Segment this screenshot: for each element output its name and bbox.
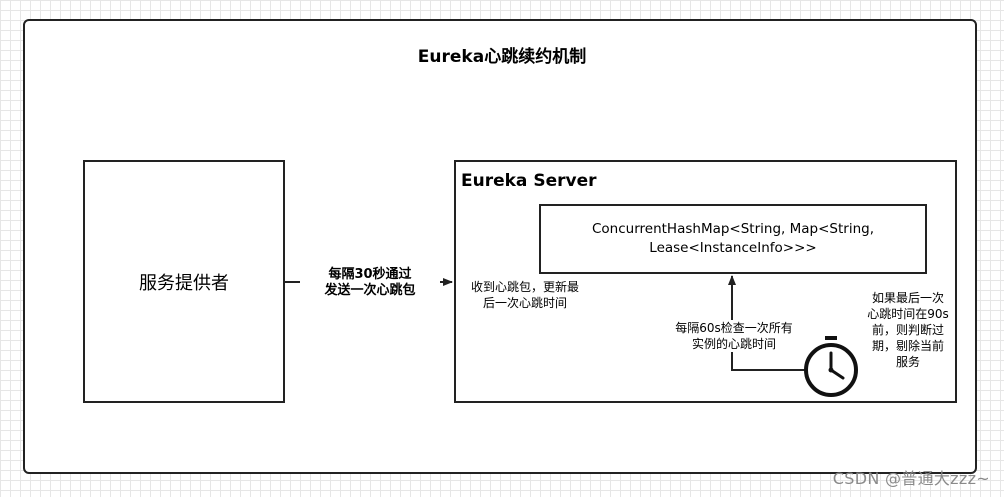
registry-map-line1: ConcurrentHashMap<String, Map<String, <box>591 221 874 237</box>
registry-map-line2: Lease<InstanceInfo>>> <box>649 240 817 256</box>
expire-note-line: 期，剔除当前 <box>871 339 944 353</box>
heartbeat-arrow-label: 每隔30秒通过 发送一次心跳包 <box>300 267 440 299</box>
periodic-check-note: 每隔60s检查一次所有 实例的心跳时间 <box>664 320 804 352</box>
expire-note-line: 服务 <box>895 355 920 369</box>
service-provider-box: 服务提供者 <box>83 160 285 403</box>
expire-note-line: 如果最后一次 <box>871 291 944 305</box>
csdn-watermark: CSDN @普通大zzz~ <box>832 469 990 488</box>
registry-map-text: ConcurrentHashMap<String, Map<String, Le… <box>583 220 883 258</box>
clock-icon <box>804 336 858 397</box>
receive-note-line1: 收到心跳包，更新最 <box>470 280 579 294</box>
expire-note-line: 心跳时间在90s <box>867 307 949 321</box>
expire-note-line: 前，则判断过 <box>871 323 944 337</box>
check-note-line1: 每隔60s检查一次所有 <box>675 321 793 335</box>
receive-note-line2: 后一次心跳时间 <box>482 296 567 310</box>
check-arrow <box>728 275 808 371</box>
heartbeat-arrow-label-line2: 发送一次心跳包 <box>324 283 416 298</box>
eureka-server-box <box>454 160 957 403</box>
receive-heartbeat-note: 收到心跳包，更新最 后一次心跳时间 <box>460 279 590 311</box>
heartbeat-arrow-label-line1: 每隔30秒通过 <box>328 267 412 282</box>
registry-map-box: ConcurrentHashMap<String, Map<String, Le… <box>539 204 927 274</box>
service-provider-label: 服务提供者 <box>139 272 229 294</box>
diagram-title: Eureka心跳续约机制 <box>417 47 587 67</box>
eureka-server-label: Eureka Server <box>461 171 597 191</box>
check-note-line2: 实例的心跳时间 <box>691 337 776 351</box>
expiry-rule-note: 如果最后一次 心跳时间在90s 前，则判断过 期，剔除当前 服务 <box>858 290 958 370</box>
